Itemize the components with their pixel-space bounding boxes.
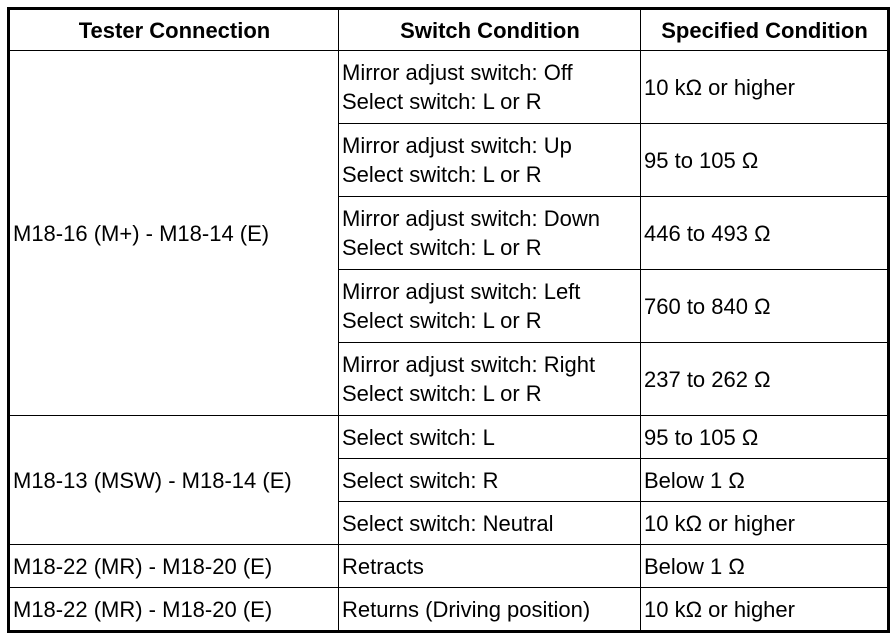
table-row: Mirror adjust switch: Down Select switch… [9,196,889,270]
specified-condition-cell: 446 to 493 Ω [640,196,889,270]
switch-condition-line: Select switch: L or R [342,162,542,187]
switch-condition-line: Mirror adjust switch: Right [342,352,596,377]
switch-condition-cell: Mirror adjust switch: Up Select switch: … [338,123,641,197]
switch-condition-line: Mirror adjust switch: Down [342,206,600,231]
switch-condition-cell: Select switch: L [338,415,641,459]
specified-condition-cell: 95 to 105 Ω [640,415,889,459]
specified-condition-cell: 10 kΩ or higher [640,50,889,124]
specified-condition-cell: 95 to 105 Ω [640,123,889,197]
specified-condition-cell: 760 to 840 Ω [640,269,889,343]
switch-condition-line: Mirror adjust switch: Off [342,60,573,85]
switch-condition-cell: Select switch: R [338,458,641,502]
connection-cell: M18-22 (MR) - M18-20 (E) [8,544,339,588]
header-row: Tester Connection Switch Condition Speci… [8,8,889,51]
specified-condition-cell: 10 kΩ or higher [640,587,889,632]
connection-cell: M18-13 (MSW) - M18-14 (E) [8,415,339,545]
switch-condition-line: Mirror adjust switch: Left [342,279,581,304]
header-tester-connection: Tester Connection [8,8,339,51]
specified-condition-cell: Below 1 Ω [640,544,889,588]
switch-condition-cell: Mirror adjust switch: Off Select switch:… [338,50,641,124]
table-row: M18-22 (MR) - M18-20 (E) Returns (Drivin… [8,587,889,632]
connection-cell: M18-16 (M+) - M18-14 (E) [8,50,339,416]
switch-condition-line: Select switch: L or R [342,308,542,333]
specified-condition-cell: Below 1 Ω [640,458,889,502]
table-row: Mirror adjust switch: Left Select switch… [9,269,889,343]
table-row: Mirror adjust switch: Right Select switc… [9,342,889,416]
switch-condition-cell: Mirror adjust switch: Left Select switch… [338,269,641,343]
specified-condition-cell: 237 to 262 Ω [640,342,889,416]
switch-condition-cell: Select switch: Neutral [338,501,641,545]
table-row: Select switch: R Below 1 Ω [9,458,889,502]
switch-condition-cell: Returns (Driving position) [338,587,641,632]
table-row: M18-13 (MSW) - M18-14 (E) Select switch:… [8,415,889,545]
table-row: Select switch: Neutral 10 kΩ or higher [9,501,889,545]
switch-condition-cell: Mirror adjust switch: Right Select switc… [338,342,641,416]
switch-condition-line: Select switch: L or R [342,89,542,114]
connection-cell: M18-22 (MR) - M18-20 (E) [8,587,339,632]
switch-condition-line: Mirror adjust switch: Up [342,133,572,158]
switch-condition-cell: Retracts [338,544,641,588]
switch-condition-line: Select switch: L or R [342,381,542,406]
table-row: M18-22 (MR) - M18-20 (E) Retracts Below … [8,544,889,588]
header-switch-condition: Switch Condition [338,8,641,51]
header-specified-condition: Specified Condition [640,8,889,51]
specified-condition-cell: 10 kΩ or higher [640,501,889,545]
table-row: M18-16 (M+) - M18-14 (E) Mirror adjust s… [8,50,889,416]
switch-condition-line: Select switch: L or R [342,235,542,260]
tester-connection-table: Tester Connection Switch Condition Speci… [7,7,890,633]
switch-condition-cell: Mirror adjust switch: Down Select switch… [338,196,641,270]
